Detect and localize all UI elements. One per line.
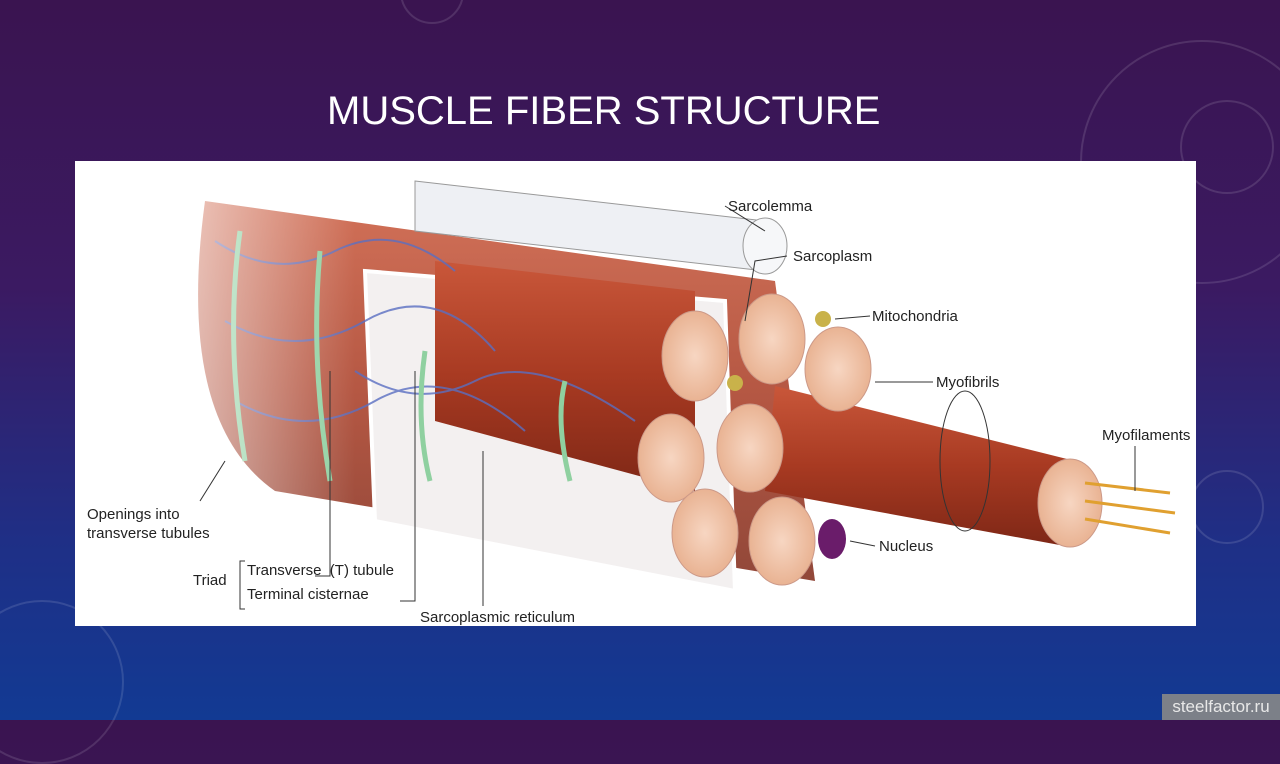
decorative-circle [1180, 100, 1274, 194]
muscle-fiber-illustration [75, 161, 1196, 626]
label-mitochondria: Mitochondria [872, 308, 958, 325]
label-openings-line2: transverse tubules [87, 525, 210, 542]
label-triad: Triad [193, 572, 227, 589]
label-sarcoplasm: Sarcoplasm [793, 248, 873, 265]
muscle-fiber-diagram: Sarcolemma Sarcoplasm Mitochondria Myofi… [75, 161, 1196, 626]
label-terminal-cisternae: Terminal cisternae [247, 586, 369, 603]
label-sarcoplasmic-reticulum: Sarcoplasmic reticulum [420, 609, 576, 626]
label-myofibrils: Myofibrils [936, 374, 1000, 391]
label-nucleus: Nucleus [879, 538, 934, 555]
watermark: steelfactor.ru [1162, 694, 1280, 720]
label-myofilaments: Myofilaments [1102, 427, 1191, 444]
slide-title: MUSCLE FIBER STRUCTURE [327, 88, 881, 133]
label-sarcolemma: Sarcolemma [728, 198, 813, 215]
decorative-circle [400, 0, 464, 24]
leader-lines [199, 205, 1136, 610]
label-openings-line1: Openings into [87, 506, 180, 523]
label-t-tubule: Transverse (T) tubule [247, 562, 394, 579]
decorative-circle [1190, 470, 1264, 544]
